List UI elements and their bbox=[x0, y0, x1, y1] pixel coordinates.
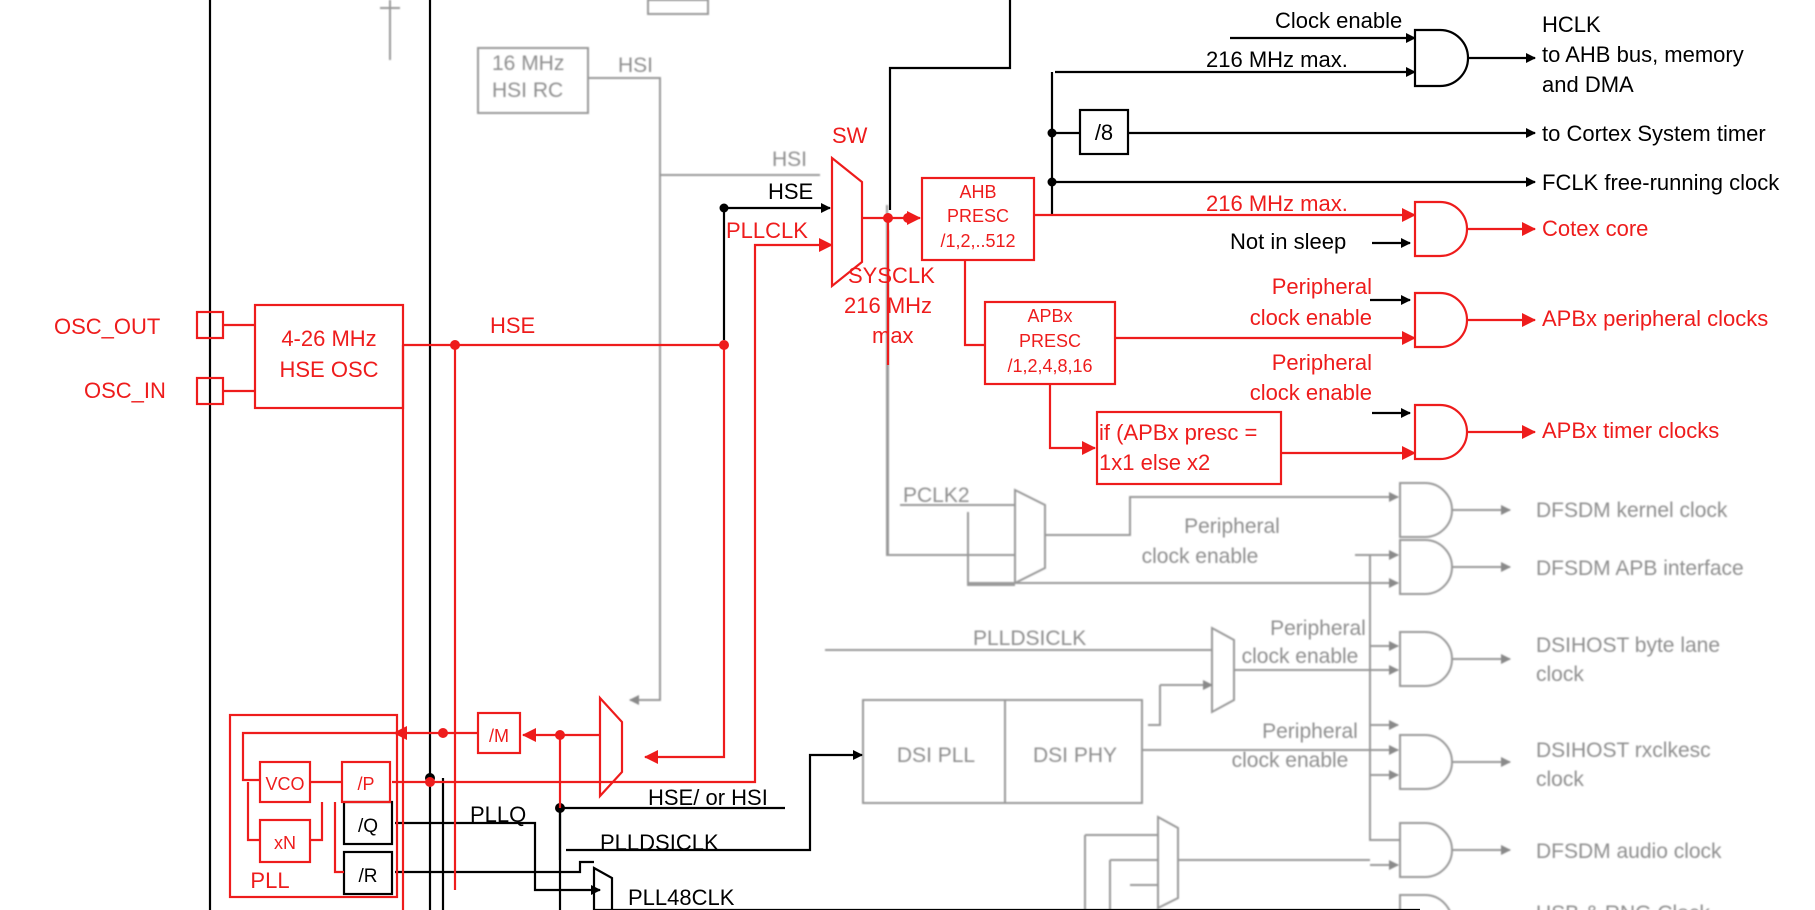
div-q-label: /Q bbox=[358, 816, 378, 837]
osc-in-label: OSC_IN bbox=[84, 378, 166, 403]
hsi-rc-line1: 16 MHz bbox=[492, 52, 564, 75]
dsi-phy-label: DSI PHY bbox=[1033, 744, 1117, 767]
timer-mult-box bbox=[1095, 410, 1283, 486]
faded-text: 16 MHz HSI RC HSI HSI PCLK2 Peripheral c… bbox=[492, 52, 1744, 910]
out-dfsdm-kernel: DFSDM kernel clock bbox=[1536, 499, 1728, 522]
max-216-b-label: 216 MHz max. bbox=[1206, 191, 1348, 216]
hse-or-hsi-label: HSE/ or HSI bbox=[648, 785, 768, 810]
hsi-rc-line2: HSI RC bbox=[492, 79, 563, 102]
osc-out-label: OSC_OUT bbox=[54, 314, 160, 339]
pll-source-mux bbox=[598, 695, 624, 799]
xn-label: xN bbox=[274, 833, 296, 853]
sw-label: SW bbox=[832, 123, 868, 148]
periph-enable-1-l2: clock enable bbox=[1250, 305, 1372, 330]
div-p-label: /P bbox=[357, 774, 374, 794]
dsi-phy-box bbox=[1004, 699, 1143, 804]
faded-layer bbox=[380, 0, 1511, 910]
ahb-presc-line1: AHB bbox=[959, 182, 996, 202]
apbx-presc-line1: APBx bbox=[1027, 306, 1072, 326]
pllclk-label: PLLCLK bbox=[726, 218, 808, 243]
out-apbx-periph: APBx peripheral clocks bbox=[1542, 306, 1768, 331]
out-cortex-core: Cotex core bbox=[1542, 216, 1648, 241]
red-text: OSC_OUT OSC_IN 4-26 MHz HSE OSC HSE PLLC… bbox=[54, 123, 1768, 893]
div-p-box bbox=[340, 760, 392, 804]
out-dsihost-rx-l1: DSIHOST rxclkesc bbox=[1536, 739, 1711, 762]
apbx-presc-line3: /1,2,4,8,16 bbox=[1007, 356, 1092, 376]
hsi-top-label: HSI bbox=[618, 54, 653, 77]
div-r-label: /R bbox=[359, 866, 378, 887]
out-usb-clock: USB & RNG Clock bbox=[1536, 902, 1710, 910]
vco-label: VCO bbox=[265, 774, 304, 794]
hse-line-label: HSE bbox=[490, 313, 535, 338]
hse-mux-label: HSE bbox=[768, 179, 813, 204]
hsi-mux-label: HSI bbox=[772, 148, 807, 171]
hse-osc-line1: 4-26 MHz bbox=[281, 326, 376, 351]
ahb-presc-line2: PRESC bbox=[947, 206, 1009, 226]
periph-enable-3-l2: clock enable bbox=[1142, 545, 1259, 568]
out-hclk-l2: to AHB bus, memory bbox=[1542, 42, 1744, 67]
red-dots bbox=[425, 213, 913, 787]
periph-enable-5-l2: clock enable bbox=[1232, 749, 1349, 772]
plldsiclk-label: PLLDSICLK bbox=[600, 830, 719, 855]
apbx-presc-line2: PRESC bbox=[1019, 331, 1081, 351]
out-dsihost-byte-l2: clock bbox=[1536, 663, 1584, 686]
sysclk-line1: SYSCLK bbox=[848, 263, 935, 288]
pclk2-label: PCLK2 bbox=[903, 484, 970, 507]
black-wires bbox=[208, 0, 1536, 910]
hse-osc-line2: HSE OSC bbox=[279, 357, 378, 382]
sysclk-line3: max bbox=[872, 323, 914, 348]
periph-enable-5-l1: Peripheral bbox=[1262, 720, 1358, 743]
out-cortex-timer: to Cortex System timer bbox=[1542, 121, 1766, 146]
out-dfsdm-audio: DFSDM audio clock bbox=[1536, 840, 1722, 863]
out-hclk-l1: HCLK bbox=[1542, 12, 1601, 37]
ahb-presc-line3: /1,2,..512 bbox=[940, 231, 1015, 251]
periph-enable-1-l1: Peripheral bbox=[1272, 274, 1372, 299]
pll-box bbox=[228, 713, 399, 899]
clock-enable-label: Clock enable bbox=[1275, 8, 1402, 33]
out-dsihost-byte-l1: DSIHOST byte lane bbox=[1536, 634, 1720, 657]
periph-enable-4-l1: Peripheral bbox=[1270, 617, 1366, 640]
pll-label: PLL bbox=[250, 868, 289, 893]
sysclk-mux bbox=[830, 155, 864, 289]
pll48clk-label: PLL48CLK bbox=[628, 885, 735, 910]
not-in-sleep-label: Not in sleep bbox=[1230, 229, 1346, 254]
periph-enable-4-l2: clock enable bbox=[1242, 645, 1359, 668]
ahb-presc-box bbox=[920, 176, 1036, 262]
out-dsihost-rx-l2: clock bbox=[1536, 768, 1584, 791]
timer-mult-line1: if (APBx presc = bbox=[1099, 420, 1257, 445]
max-216-a-label: 216 MHz max. bbox=[1206, 47, 1348, 72]
pllq-label: PLLQ bbox=[470, 802, 526, 827]
timer-mult-line2: 1x1 else x2 bbox=[1099, 450, 1210, 475]
plldsiclk-top-label: PLLDSICLK bbox=[973, 627, 1086, 650]
sysclk-line2: 216 MHz bbox=[844, 293, 932, 318]
div-m-label: /M bbox=[489, 726, 509, 746]
div8-label: /8 bbox=[1095, 120, 1113, 145]
out-apbx-timer: APBx timer clocks bbox=[1542, 418, 1719, 443]
red-wires bbox=[195, 155, 1536, 910]
out-hclk-l3: and DMA bbox=[1542, 72, 1634, 97]
periph-enable-2-l1: Peripheral bbox=[1272, 350, 1372, 375]
div8-box bbox=[1078, 108, 1130, 156]
black-text: /8 /Q /R HSE Clock enable 216 MHz max. N… bbox=[358, 8, 1780, 910]
out-fclk: FCLK free-running clock bbox=[1542, 170, 1780, 195]
hsi-rc-box bbox=[477, 47, 589, 114]
dsi-pll-label: DSI PLL bbox=[897, 744, 975, 767]
periph-enable-2-l2: clock enable bbox=[1250, 380, 1372, 405]
out-dfsdm-apb: DFSDM APB interface bbox=[1536, 557, 1744, 580]
periph-enable-3-l1: Peripheral bbox=[1184, 515, 1280, 538]
